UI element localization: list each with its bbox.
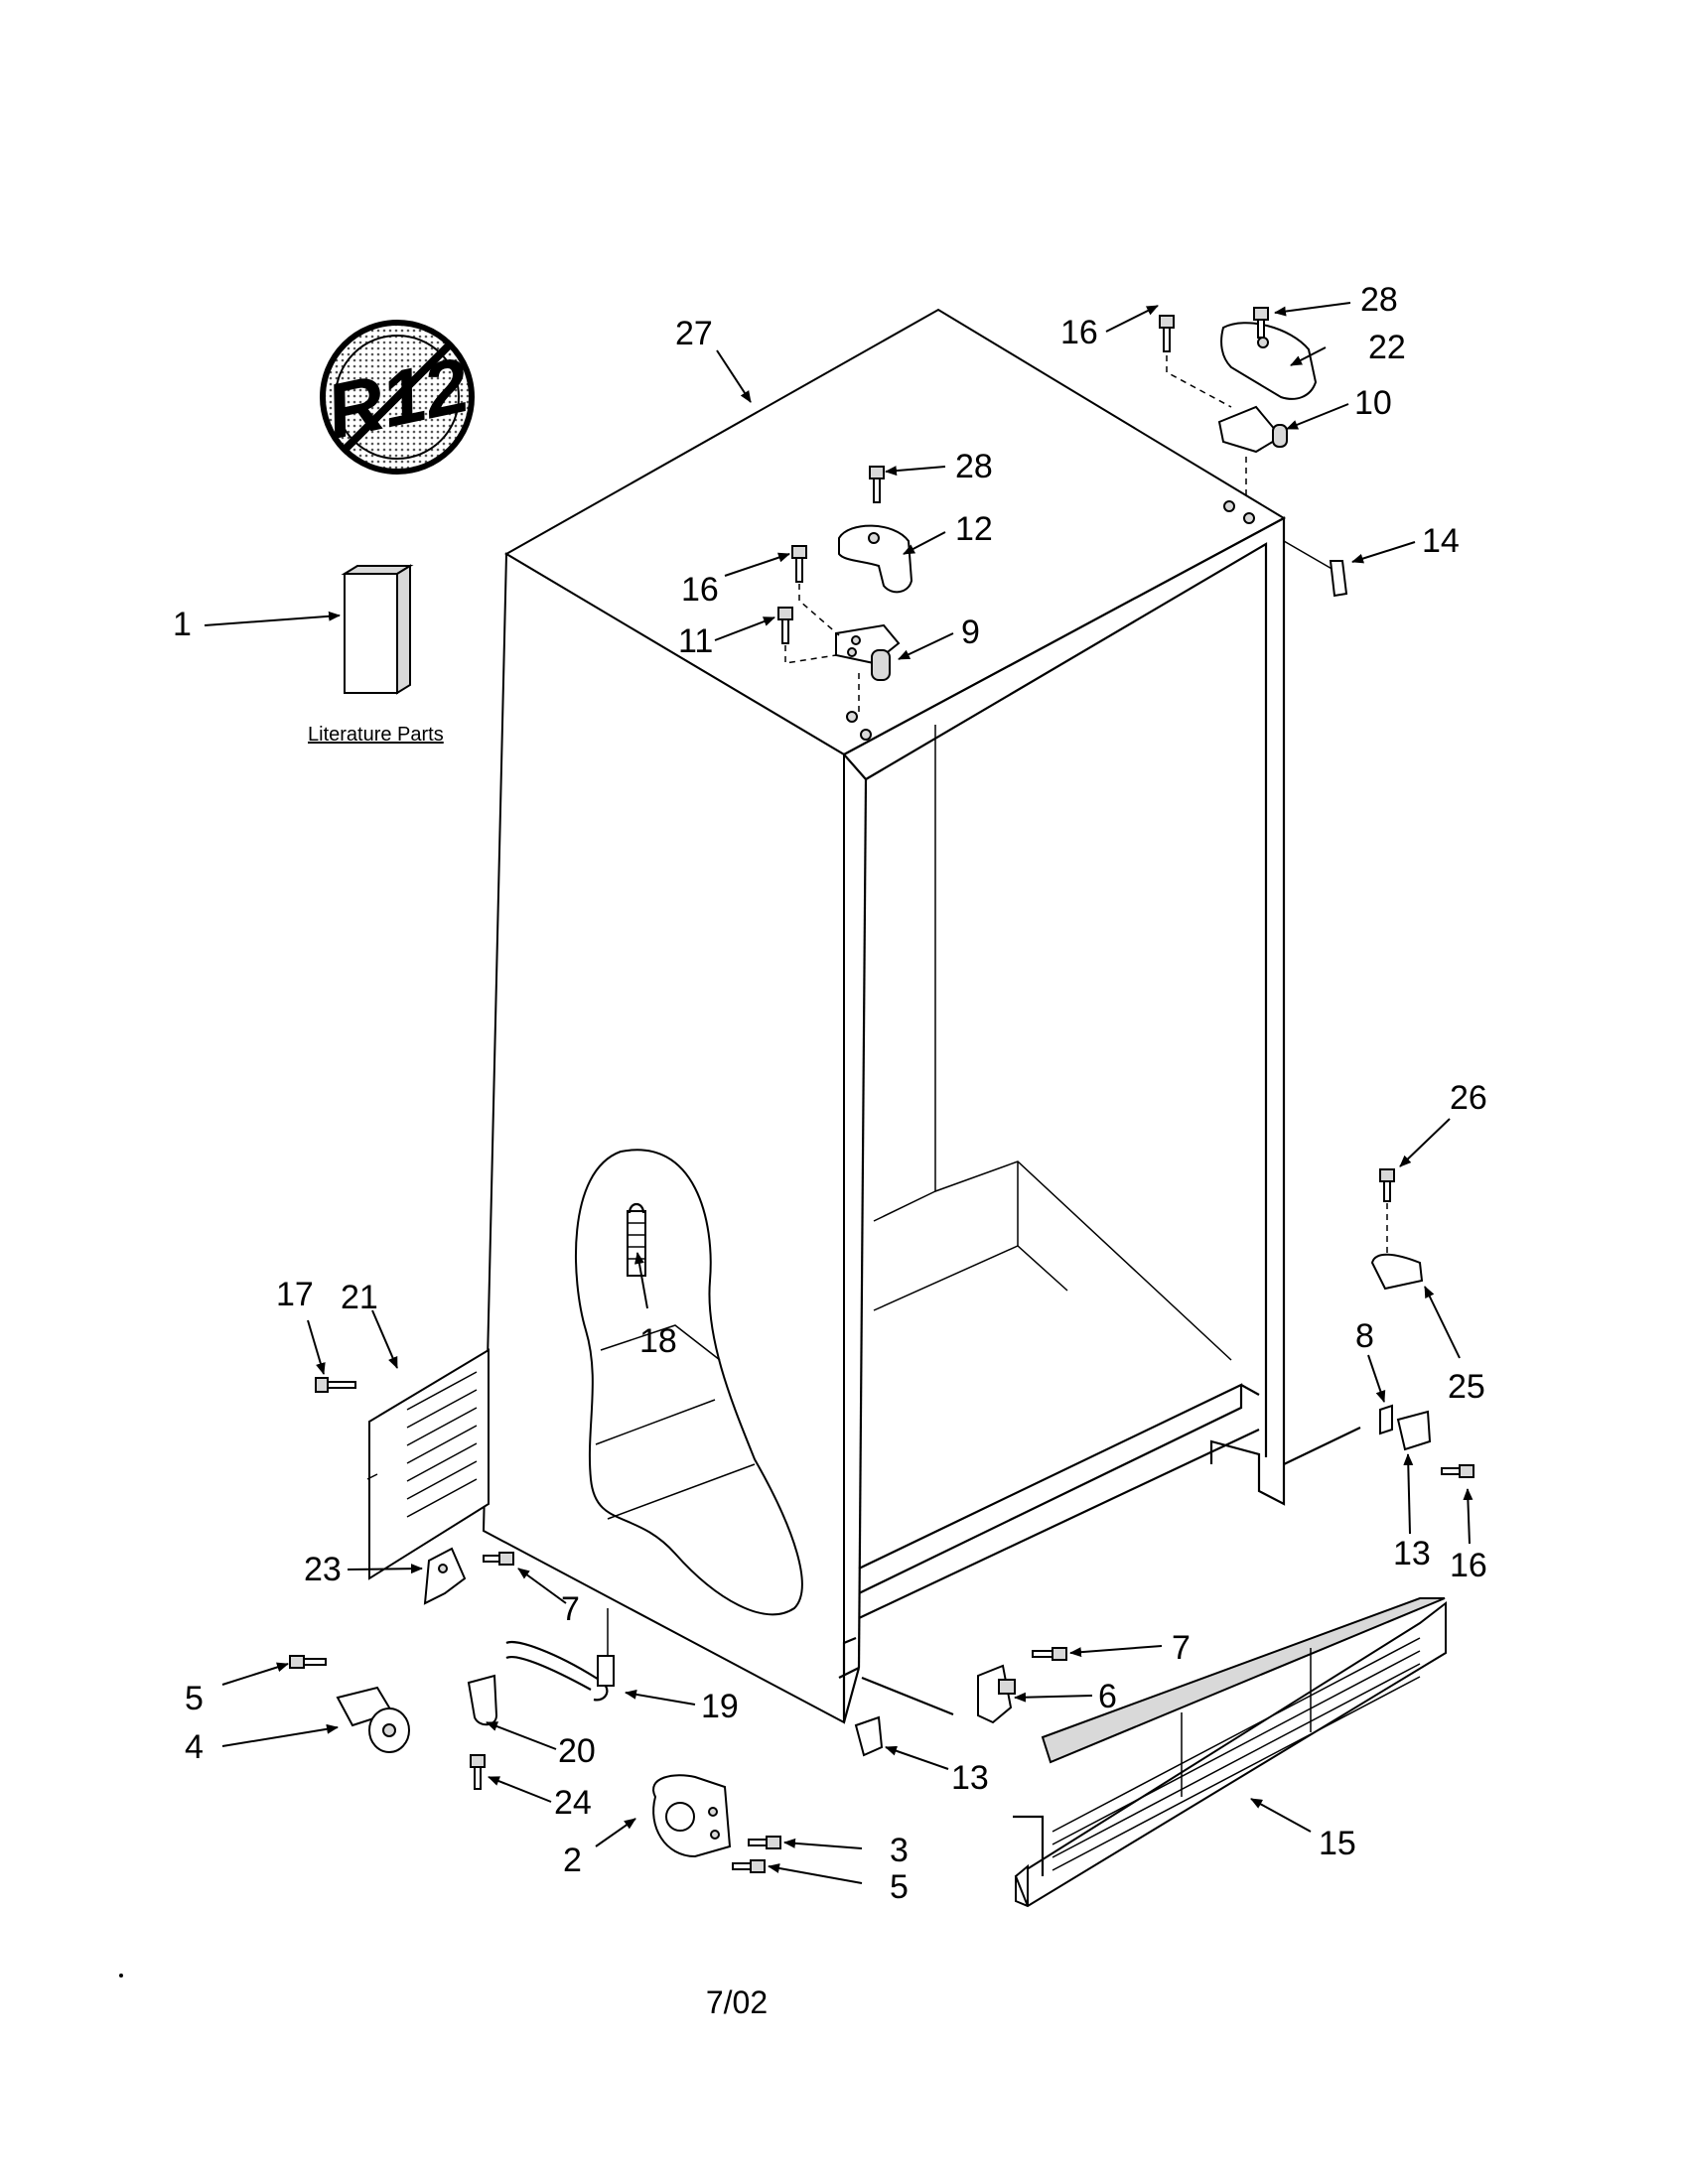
- screw-17: [315, 1377, 356, 1393]
- screw-7-left: [483, 1552, 514, 1566]
- callout-16a: 16: [1060, 314, 1098, 351]
- screw-3: [748, 1836, 781, 1849]
- screw-16-left: [791, 545, 807, 583]
- screw-28-left: [869, 466, 885, 503]
- callout-5b: 5: [890, 1868, 909, 1906]
- screw-5-right: [732, 1859, 766, 1873]
- screw-11: [777, 607, 793, 644]
- callout-14: 14: [1422, 522, 1460, 560]
- screw-16-bottom: [1441, 1464, 1474, 1478]
- leveler-2: [652, 1774, 732, 1858]
- clamp-20: [467, 1674, 498, 1726]
- callout-3: 3: [890, 1832, 909, 1869]
- callout-7b: 7: [1172, 1629, 1191, 1667]
- callout-1: 1: [173, 606, 192, 643]
- callout-18: 18: [639, 1322, 677, 1360]
- callout-23: 23: [304, 1551, 342, 1588]
- callout-2: 2: [563, 1842, 582, 1879]
- callout-16b: 16: [681, 571, 719, 609]
- callout-27: 27: [675, 315, 713, 352]
- no-r12-logo: R12: [319, 320, 476, 475]
- bracket-23: [423, 1547, 467, 1605]
- top-hinge-left: [835, 623, 901, 681]
- bracket-25: [1370, 1253, 1424, 1291]
- callout-13a: 13: [1393, 1535, 1431, 1572]
- water-tube: [505, 1608, 615, 1702]
- drain-tube: [627, 1202, 646, 1277]
- callout-7a: 7: [561, 1590, 580, 1628]
- callout-11: 11: [678, 622, 713, 660]
- footer-date: 7/02: [706, 1984, 768, 2020]
- callout-4: 4: [185, 1728, 204, 1766]
- callout-8: 8: [1355, 1317, 1374, 1355]
- callout-21: 21: [341, 1279, 378, 1316]
- literature-booklet: [341, 564, 414, 695]
- callout-17: 17: [276, 1276, 314, 1313]
- clip-14: [1329, 560, 1348, 598]
- grille-slots: [406, 1371, 478, 1518]
- callout-9: 9: [961, 614, 980, 651]
- screw-7-right: [1032, 1647, 1067, 1661]
- callout-22: 22: [1368, 329, 1406, 366]
- callout-10: 10: [1354, 384, 1392, 422]
- screw-26: [1379, 1168, 1395, 1202]
- callout-15: 15: [1319, 1825, 1356, 1862]
- callout-5a: 5: [185, 1680, 204, 1717]
- screw-24: [470, 1754, 486, 1790]
- stray-dot: [119, 1974, 123, 1978]
- callout-19: 19: [701, 1688, 739, 1725]
- hinge-cover-left: [838, 524, 913, 594]
- top-hinge-right: [1217, 405, 1288, 454]
- screw-28-right: [1253, 307, 1269, 339]
- screw-16-right: [1159, 315, 1175, 352]
- roller-4: [336, 1686, 410, 1753]
- grille-vents: [1052, 1637, 1421, 1871]
- bracket-13-right: [1396, 1410, 1432, 1451]
- rear-grille: [366, 1348, 490, 1580]
- callout-12: 12: [955, 510, 993, 548]
- callout-28b: 28: [955, 448, 993, 485]
- bracket-13-bottom: [854, 1715, 884, 1757]
- callout-26: 26: [1450, 1079, 1487, 1117]
- callout-24: 24: [554, 1784, 592, 1822]
- callout-16c: 16: [1450, 1547, 1487, 1584]
- callout-13b: 13: [951, 1759, 989, 1797]
- bracket-8: [1379, 1404, 1393, 1435]
- callout-28a: 28: [1360, 281, 1398, 319]
- literature-parts-label: Literature Parts: [308, 724, 444, 746]
- callout-20: 20: [558, 1732, 596, 1770]
- bracket-6: [977, 1664, 1016, 1724]
- callout-6: 6: [1098, 1678, 1117, 1715]
- callout-25: 25: [1448, 1368, 1485, 1406]
- base-grille: [1013, 1597, 1447, 1908]
- screw-5-left: [289, 1655, 327, 1669]
